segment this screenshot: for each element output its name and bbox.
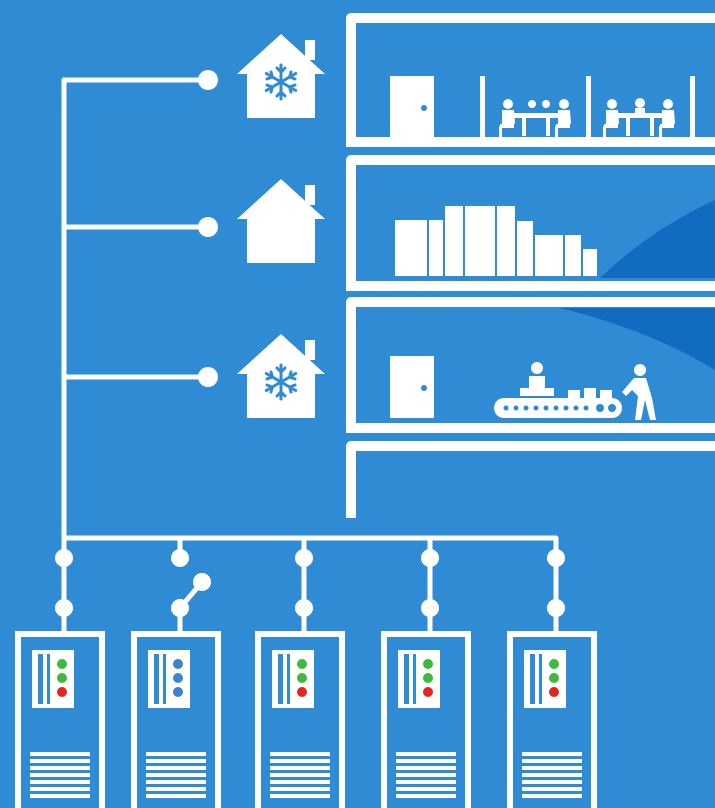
vent-slot <box>396 759 456 763</box>
floor-warehouse <box>393 204 599 278</box>
house-plain <box>237 179 325 263</box>
vent-slot <box>522 759 582 763</box>
vent-slot <box>522 787 582 791</box>
status-led <box>549 673 559 683</box>
vent-slot <box>396 773 456 777</box>
house-cooling-1 <box>237 34 325 118</box>
status-led <box>173 659 183 669</box>
junction-node <box>547 549 565 567</box>
controller-unit <box>15 538 105 808</box>
cabinet-frame <box>255 631 345 808</box>
vent-slot <box>146 773 206 777</box>
status-led <box>57 659 67 669</box>
status-led <box>423 659 433 669</box>
status-led <box>297 659 307 669</box>
status-led <box>297 673 307 683</box>
junction-node <box>171 599 189 617</box>
door-icon <box>390 76 434 138</box>
vent-slot <box>270 787 330 791</box>
vent-slot <box>30 780 90 784</box>
junction-node <box>295 599 313 617</box>
vent-slot <box>396 780 456 784</box>
controller-unit <box>255 538 345 808</box>
house-cooling-2 <box>237 334 325 418</box>
vent-slot <box>270 773 330 777</box>
status-led <box>297 687 307 697</box>
vent-slot <box>146 780 206 784</box>
floor-highlights <box>560 200 715 370</box>
vent-slot <box>270 766 330 770</box>
vent-slot <box>30 766 90 770</box>
status-led <box>173 673 183 683</box>
junction-node <box>171 549 189 567</box>
controller-unit <box>131 538 221 808</box>
vent-slot <box>30 759 90 763</box>
vent-slot <box>30 787 90 791</box>
vent-slot <box>270 759 330 763</box>
status-led <box>423 673 433 683</box>
bus-lines <box>61 77 559 543</box>
cabinet-frame <box>381 631 471 808</box>
junction-node <box>55 599 73 617</box>
vent-slot <box>270 780 330 784</box>
vent-slot <box>396 787 456 791</box>
status-led <box>549 659 559 669</box>
vent-slot <box>30 794 90 798</box>
controller-unit <box>507 538 597 808</box>
cabinet-frame <box>15 631 105 808</box>
partitions <box>480 76 695 138</box>
bus-nodes <box>198 70 218 387</box>
meeting-table-icon <box>499 99 571 138</box>
building-frame <box>346 13 715 518</box>
controller-units <box>15 538 597 808</box>
vent-slot <box>522 752 582 756</box>
vent-slot <box>396 794 456 798</box>
vent-slot <box>30 773 90 777</box>
vent-slot <box>522 780 582 784</box>
cabinet-frame <box>131 631 221 808</box>
vent-slot <box>146 787 206 791</box>
door-icon <box>390 356 434 418</box>
status-led <box>549 687 559 697</box>
vent-slot <box>146 766 206 770</box>
vent-slot <box>522 766 582 770</box>
junction-node <box>421 599 439 617</box>
floor-production <box>390 356 656 420</box>
junction-node <box>55 549 73 567</box>
vent-slot <box>146 794 206 798</box>
status-led <box>57 673 67 683</box>
junction-node <box>421 549 439 567</box>
junction-node <box>547 599 565 617</box>
vent-slot <box>396 752 456 756</box>
status-led <box>173 687 183 697</box>
floor-office <box>390 76 695 138</box>
status-led <box>57 687 67 697</box>
conveyor-icon <box>494 362 622 418</box>
vent-slot <box>522 794 582 798</box>
vent-slot <box>270 752 330 756</box>
meeting-table-icon <box>603 98 675 138</box>
vent-slot <box>396 766 456 770</box>
worker-icon <box>622 364 656 420</box>
controller-unit <box>381 538 471 808</box>
vent-slot <box>522 773 582 777</box>
vent-slot <box>270 794 330 798</box>
junction-node <box>295 549 313 567</box>
status-led <box>423 687 433 697</box>
vent-slot <box>30 752 90 756</box>
vent-slot <box>146 752 206 756</box>
vent-slot <box>146 759 206 763</box>
cabinet-frame <box>507 631 597 808</box>
